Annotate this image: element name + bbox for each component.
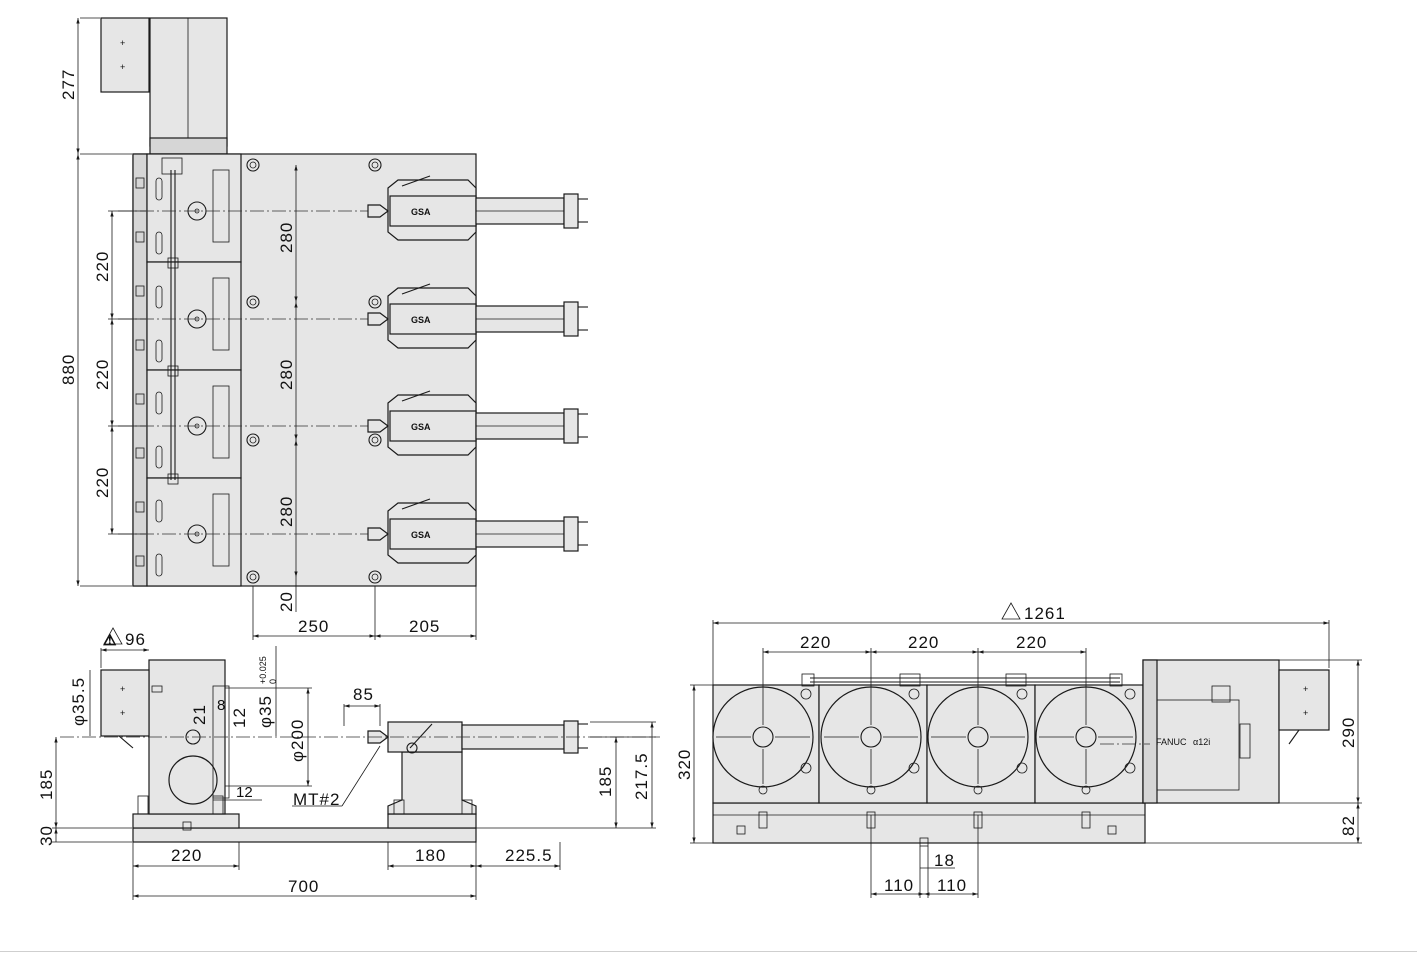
tailstock-1: GSA	[367, 175, 588, 241]
dim-tol-lower: 0	[268, 679, 278, 684]
tailstock-3: GSA	[367, 390, 588, 456]
dim-217-5: 217.5	[632, 752, 651, 800]
dim-185-right: 185	[596, 766, 615, 797]
dim-30: 30	[37, 825, 56, 846]
dim-tol-upper: +0.025	[258, 656, 268, 684]
motor-connector	[100, 17, 150, 93]
face-plates	[712, 684, 1144, 829]
dim-12-a: 12	[230, 707, 249, 728]
bottom-rule	[0, 951, 1417, 952]
dim-front-220-c: 220	[1016, 633, 1047, 652]
svg-text:GSA: GSA	[411, 530, 431, 540]
dim-20: 20	[277, 591, 296, 612]
dim-320: 320	[675, 749, 694, 780]
dim-290: 290	[1339, 717, 1358, 748]
top-view: + +	[59, 17, 588, 640]
dim-mt2: MT#2	[293, 790, 340, 809]
motor-label: FANUC	[1156, 737, 1187, 747]
dim-185-left: 185	[37, 769, 56, 800]
dim-220-a: 220	[93, 251, 112, 282]
tailstock-2: GSA	[367, 283, 588, 349]
dim-d200: φ200	[288, 719, 307, 762]
front-base	[712, 802, 1146, 844]
dim-250: 250	[298, 617, 329, 636]
svg-text:GSA: GSA	[411, 422, 431, 432]
dim-d35-5: φ35.5	[69, 677, 88, 726]
front-view: + + FANUC α12i 1261 220 220 220 320 290 …	[675, 602, 1362, 898]
dim-front-220-a: 220	[800, 633, 831, 652]
svg-text:+: +	[120, 684, 125, 694]
dim-205: 205	[409, 617, 440, 636]
dim-12-b: 12	[236, 784, 253, 801]
front-motor	[1142, 659, 1280, 804]
dim-18: 18	[934, 851, 955, 870]
dim-front-220-b: 220	[908, 633, 939, 652]
dim-21: 21	[190, 704, 209, 725]
svg-text:GSA: GSA	[411, 315, 431, 325]
dim-110-a: 110	[884, 876, 914, 895]
dim-225-5: 225.5	[505, 846, 553, 865]
side-base	[132, 827, 477, 843]
dim-280-b: 280	[277, 359, 296, 390]
svg-text:+: +	[120, 62, 125, 72]
side-view: + + ⚠ 96 φ35.5 21 8 12 φ35 +0.025 0	[37, 627, 660, 900]
dim-8: 8	[217, 697, 225, 714]
svg-text:+: +	[1303, 684, 1308, 694]
motor-model: α12i	[1193, 737, 1210, 747]
dim-180: 180	[415, 846, 446, 865]
dim-880: 880	[59, 354, 78, 385]
svg-text:+: +	[120, 38, 125, 48]
motor-body	[149, 17, 228, 147]
svg-text:⚠: ⚠	[103, 632, 116, 649]
dim-110-b: 110	[937, 876, 967, 895]
dim-280-c: 280	[277, 496, 296, 527]
svg-text:GSA: GSA	[411, 207, 431, 217]
dim-220-c: 220	[93, 467, 112, 498]
dim-700: 700	[288, 877, 319, 896]
dim-277: 277	[59, 69, 78, 100]
tailstock-4: GSA	[367, 498, 588, 564]
dim-220-side: 220	[171, 846, 202, 865]
dim-96: 96	[125, 630, 146, 649]
dim-220-b: 220	[93, 359, 112, 390]
dim-280-a: 280	[277, 222, 296, 253]
svg-text:+: +	[120, 708, 125, 718]
dim-1261: 1261	[1024, 604, 1066, 623]
svg-text:+: +	[1303, 708, 1308, 718]
dim-85: 85	[353, 685, 374, 704]
dim-82: 82	[1339, 815, 1358, 836]
dim-d35-tol: φ35	[256, 695, 275, 728]
